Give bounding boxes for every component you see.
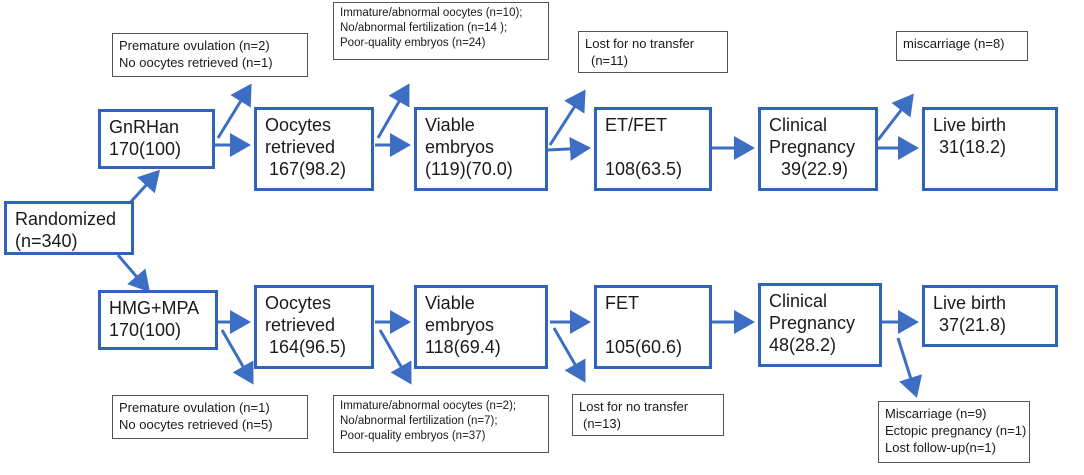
top-loss-ovulation-line: No oocytes retrieved (n=1)	[119, 55, 273, 70]
top-oocytes-line2: retrieved	[265, 137, 336, 157]
bottom-oocytes-value: 164(96.5)	[269, 337, 347, 357]
randomized-n: (n=340)	[15, 231, 78, 251]
arrow-bot-loss-pregnancy	[896, 337, 923, 398]
bottom-loss-oocytes-line: Poor-quality embryos (n=37)	[340, 430, 486, 442]
bottom-embryos-value: 118(69.4)	[425, 337, 501, 357]
bottom-embryos-line1: Viable	[425, 293, 475, 313]
bottom-pregnancy-box: Clinical Pregnancy 48(28.2)	[758, 283, 882, 367]
arrow-bot-loss-transfer	[552, 327, 586, 383]
top-pregnancy-value: 39(22.9)	[781, 159, 849, 179]
arrow-top-loss-ovulation	[216, 83, 252, 139]
top-loss-transfer-line: Lost for no transfer	[585, 36, 695, 51]
randomized-box: Randomized (n=340)	[4, 201, 134, 255]
bottom-loss-oocytes-note: Immature/abnormal oocytes (n=2); No/abno…	[333, 395, 549, 453]
bottom-loss-pregnancy-line: Lost follow-up(n=1)	[885, 440, 996, 455]
bottom-livebirth-value: 37(21.8)	[939, 315, 1007, 335]
arrow-top-loss-oocytes	[376, 83, 410, 139]
top-loss-transfer-note: Lost for no transfer (n=11)	[578, 31, 728, 73]
top-pregnancy-line2: Pregnancy	[769, 137, 856, 157]
bottom-loss-pregnancy-note: Miscarriage (n=9) Ectopic pregnancy (n=1…	[878, 401, 1030, 463]
bottom-loss-oocytes-line: No/abnormal fertilization (n=7);	[340, 415, 498, 427]
top-group-box: GnRHan 170(100)	[98, 109, 215, 169]
bottom-loss-ovulation-line: Premature ovulation (n=1)	[119, 400, 270, 415]
top-loss-oocytes-line: Immature/abnormal oocytes (n=10);	[340, 7, 523, 19]
bottom-pregnancy-line2: Pregnancy	[769, 313, 856, 333]
bottom-oocytes-line2: retrieved	[265, 315, 336, 335]
bottom-group-n: 170(100)	[109, 320, 182, 340]
top-loss-ovulation-note: Premature ovulation (n=2) No oocytes ret…	[112, 33, 308, 77]
bottom-transfer-value: 105(60.6)	[605, 337, 683, 357]
top-loss-ovulation-line: Premature ovulation (n=2)	[119, 38, 270, 53]
bottom-pregnancy-line1: Clinical	[769, 291, 828, 311]
bottom-loss-pregnancy-line: Miscarriage (n=9)	[885, 406, 987, 421]
top-transfer-value: 108(63.5)	[605, 159, 683, 179]
top-loss-oocytes-line: No/abnormal fertilization (n=14 );	[340, 22, 508, 34]
top-loss-oocytes-note: Immature/abnormal oocytes (n=10); No/abn…	[333, 2, 549, 60]
bottom-loss-transfer-line: Lost for no transfer	[579, 399, 689, 414]
bottom-loss-transfer-note: Lost for no transfer (n=13)	[572, 394, 724, 436]
arrow-to-gnrhan	[126, 169, 161, 207]
top-pregnancy-line1: Clinical	[769, 115, 828, 135]
bottom-transfer-label: FET	[605, 293, 639, 313]
bottom-group-name: HMG+MPA	[109, 298, 200, 318]
bottom-livebirth-box: Live birth 37(21.8)	[922, 285, 1058, 347]
bottom-loss-ovulation-note: Premature ovulation (n=1) No oocytes ret…	[112, 395, 308, 439]
arrow-bot-loss-oocytes	[378, 329, 412, 385]
arrow-bot-loss-ovulation	[220, 329, 254, 385]
top-livebirth-box: Live birth 31(18.2)	[922, 107, 1058, 191]
bottom-loss-transfer-line: (n=13)	[583, 416, 621, 431]
bottom-pregnancy-value: 48(28.2)	[769, 335, 837, 355]
top-loss-pregnancy-line: miscarriage (n=8)	[903, 36, 1005, 51]
top-livebirth-label: Live birth	[933, 115, 1007, 135]
arrow-to-hmgmpa	[116, 254, 150, 293]
bottom-oocytes-box: Oocytes retrieved 164(96.5)	[254, 285, 374, 369]
top-group-name: GnRHan	[109, 117, 180, 137]
top-transfer-box: ET/FET 108(63.5)	[594, 107, 712, 191]
arrow-top-loss-pregnancy	[876, 93, 914, 141]
top-loss-oocytes-line: Poor-quality embryos (n=24)	[340, 37, 486, 49]
top-transfer-label: ET/FET	[605, 115, 667, 135]
top-group-n: 170(100)	[109, 139, 182, 159]
bottom-embryos-box: Viable embryos 118(69.4)	[414, 285, 548, 369]
arrow-top-loss-transfer	[548, 89, 586, 146]
bottom-embryos-line2: embryos	[425, 315, 495, 335]
randomized-label: Randomized	[15, 209, 117, 229]
top-livebirth-value: 31(18.2)	[939, 137, 1007, 157]
top-oocytes-value: 167(98.2)	[269, 159, 347, 179]
arrow-top-embryos-transfer	[547, 136, 591, 161]
top-embryos-line2: embryos	[425, 137, 495, 157]
top-embryos-value: (119)(70.0)	[425, 159, 513, 179]
top-oocytes-line1: Oocytes	[265, 115, 332, 135]
top-oocytes-box: Oocytes retrieved 167(98.2)	[254, 107, 374, 191]
top-loss-transfer-line: (n=11)	[591, 53, 628, 68]
bottom-loss-pregnancy-line: Ectopic pregnancy (n=1)	[885, 423, 1027, 438]
top-pregnancy-box: Clinical Pregnancy 39(22.9)	[758, 107, 878, 191]
bottom-transfer-box: FET 105(60.6)	[594, 285, 712, 369]
bottom-group-box: HMG+MPA 170(100)	[98, 290, 218, 350]
bottom-loss-oocytes-line: Immature/abnormal oocytes (n=2);	[340, 400, 517, 412]
top-loss-pregnancy-note: miscarriage (n=8)	[896, 31, 1028, 61]
bottom-loss-ovulation-line: No oocytes retrieved (n=5)	[119, 417, 273, 432]
bottom-oocytes-line1: Oocytes	[265, 293, 332, 313]
top-embryos-box: Viable embryos (119)(70.0)	[414, 107, 548, 191]
bottom-livebirth-label: Live birth	[933, 293, 1007, 313]
top-embryos-line1: Viable	[425, 115, 475, 135]
